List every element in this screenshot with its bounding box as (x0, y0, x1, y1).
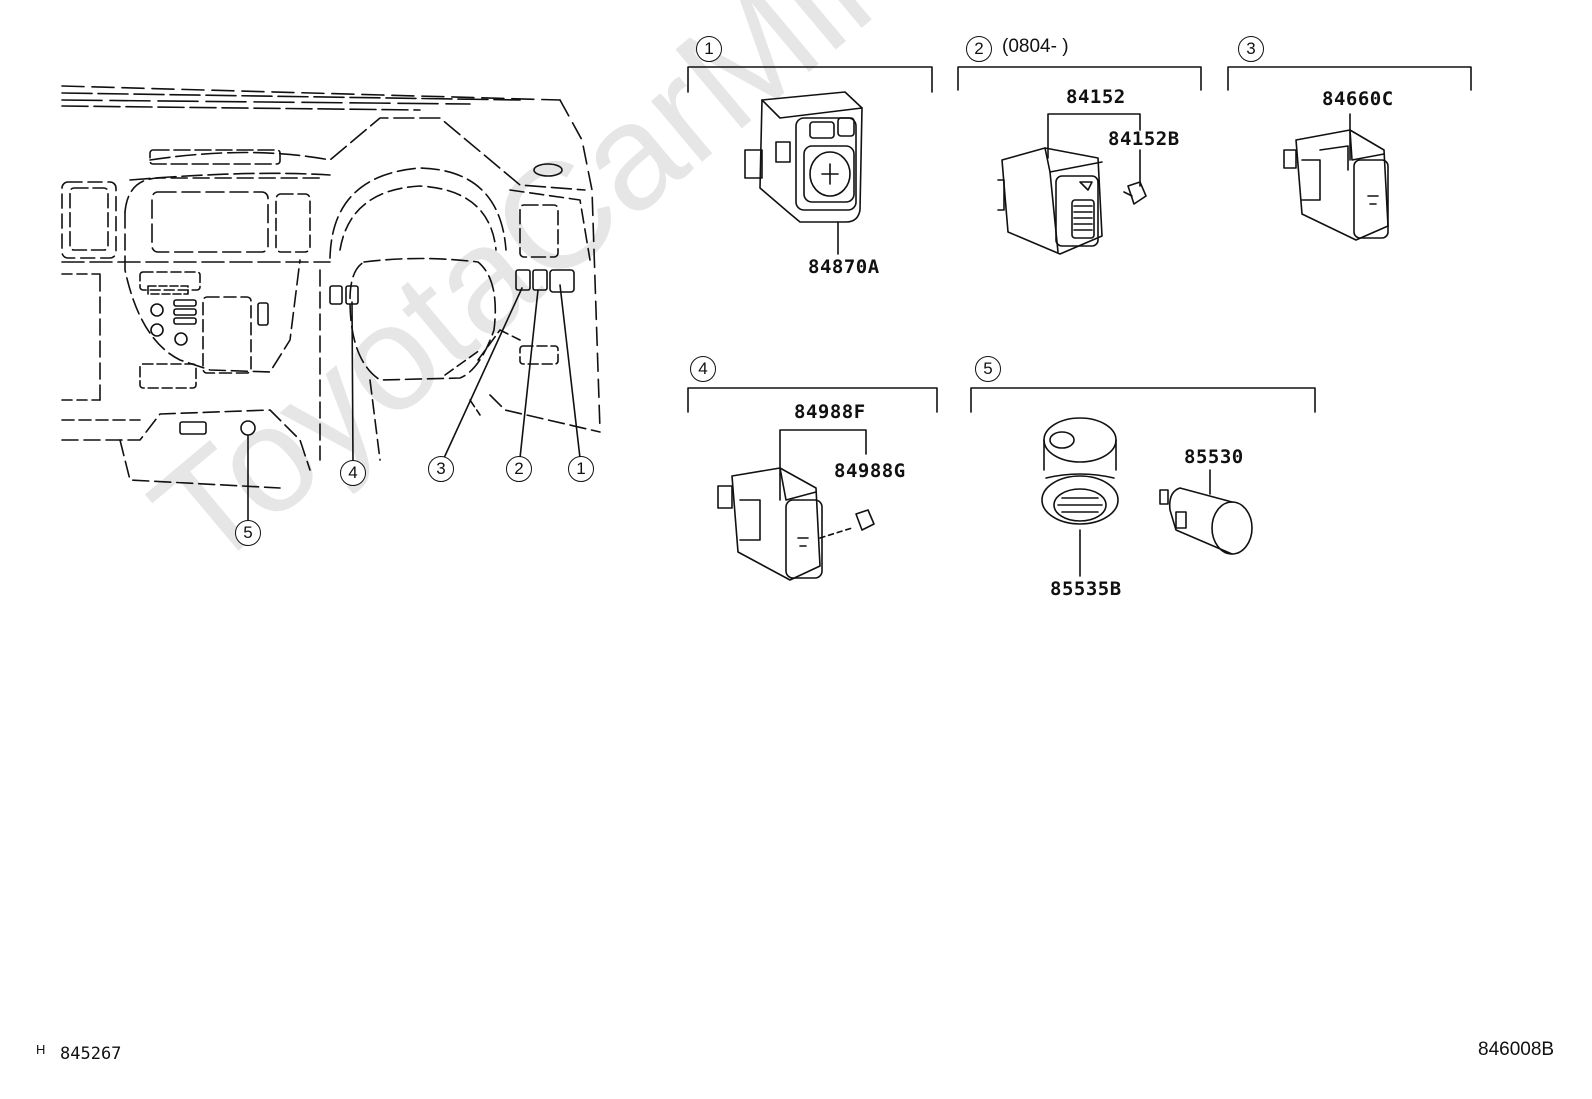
cigarette-lighter-drawing (1159, 469, 1253, 555)
group-4-number: 4 (690, 356, 716, 382)
part-label-84660C[interactable]: 84660C (1322, 88, 1394, 110)
part-label-84988F[interactable]: 84988F (794, 401, 866, 423)
footer-left-mark: H (36, 1042, 46, 1057)
part-label-84870A[interactable]: 84870A (808, 256, 880, 278)
light-control-rheostat-drawing (997, 147, 1147, 255)
group-5-bracket (970, 387, 1316, 413)
group-3-number: 3 (1238, 36, 1264, 62)
group-4-bracket (687, 387, 938, 501)
part-label-85530[interactable]: 85530 (1184, 446, 1244, 468)
overview-callout-4: 4 (340, 460, 366, 486)
part-label-84152[interactable]: 84152 (1066, 86, 1126, 108)
outer-mirror-switch-drawing (744, 91, 863, 255)
group-1-number: 1 (696, 36, 722, 62)
overview-callout-3: 3 (428, 456, 454, 482)
group-2-production-note: (0804- ) (1002, 36, 1069, 57)
vsc-off-switch-drawing (717, 467, 875, 581)
footer-left-code: 845267 (60, 1044, 122, 1064)
group-5-number: 5 (975, 356, 1001, 382)
footer-right-code: 846008B (1478, 1039, 1555, 1060)
group-1-bracket (687, 66, 933, 93)
tire-pressure-switch-drawing (1283, 129, 1389, 241)
part-label-84152B[interactable]: 84152B (1108, 128, 1180, 150)
power-outlet-socket-drawing (1041, 417, 1119, 577)
group-2-bracket (957, 66, 1202, 187)
group-3-bracket (1227, 66, 1472, 161)
part-label-84988G[interactable]: 84988G (834, 460, 906, 482)
overview-callout-5: 5 (235, 520, 261, 546)
part-label-85535B[interactable]: 85535B (1050, 578, 1122, 600)
instrument-panel-overview (61, 85, 601, 522)
group-2-number: 2 (966, 36, 992, 62)
overview-callout-2: 2 (506, 456, 532, 482)
overview-callout-1: 1 (568, 456, 594, 482)
